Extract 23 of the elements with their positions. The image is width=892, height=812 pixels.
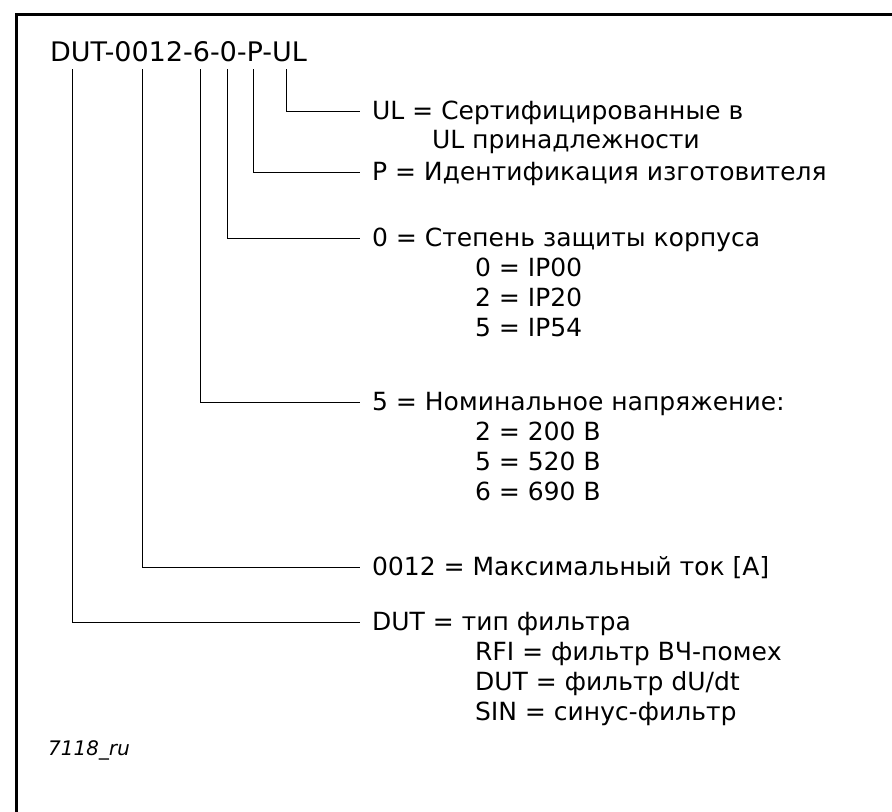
code-description: 5 = Номинальное напряжение: [372, 387, 785, 417]
option-item: SIN = синус-фильтр [475, 697, 736, 727]
option-item: 6 = 690 В [475, 477, 601, 507]
leader-line [227, 68, 360, 239]
figure-code: 7118_ru [48, 736, 130, 760]
option-item: 2 = IP20 [475, 283, 582, 313]
type-code: DUT-0012-6-0-P-UL [50, 38, 307, 68]
option-item: 0 = IP00 [475, 253, 582, 283]
code-description: P = Идентификация изготовителя [360, 157, 827, 187]
code-description: 0 = Степень защиты корпуса [372, 223, 760, 253]
option-item: 5 = IP54 [475, 313, 582, 343]
leader-line [72, 68, 360, 623]
leader-line [200, 68, 360, 403]
option-item: DUT = фильтр dU/dt [475, 667, 740, 697]
leader-line [253, 68, 360, 173]
code-description: DUT = тип фильтра [372, 607, 631, 637]
code-description: UL = Сертифицированные в UL принадлежности [360, 96, 750, 154]
option-item: 5 = 520 В [475, 447, 601, 477]
leader-line [286, 68, 360, 112]
option-item: RFI = фильтр ВЧ-помех [475, 637, 782, 667]
option-item: 2 = 200 В [475, 417, 601, 447]
code-description: 0012 = Максимальный ток [A] [360, 552, 770, 582]
leader-line [142, 68, 360, 568]
